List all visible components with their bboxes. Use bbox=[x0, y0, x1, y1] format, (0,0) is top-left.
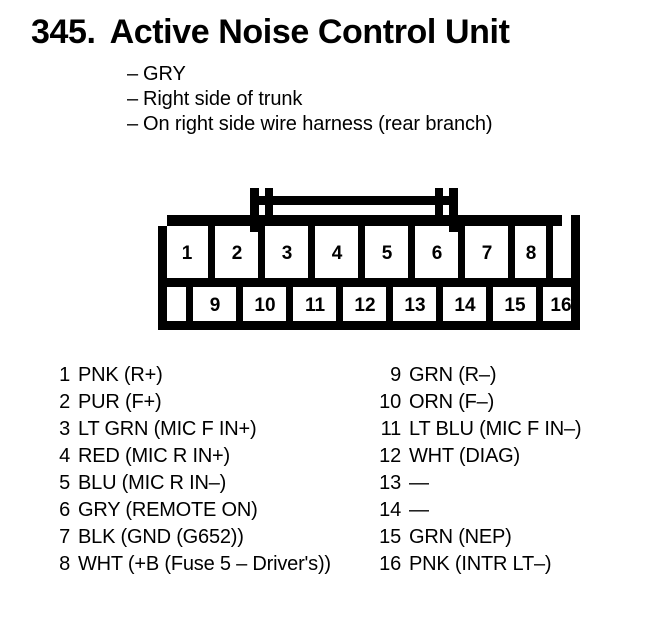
pin-list-item: 3 LT GRN (MIC F IN+) bbox=[44, 416, 364, 443]
pin-list-number: 6 bbox=[59, 499, 70, 521]
pin-list-item: 9 GRN (R–) bbox=[375, 362, 665, 389]
pin-list-number: 12 bbox=[379, 445, 401, 467]
connector-pin-8: 8 bbox=[526, 243, 537, 264]
pin-list-number: 11 bbox=[380, 418, 402, 440]
pin-list-description: LT GRN (MIC F IN+) bbox=[78, 418, 257, 440]
pin-list-number: 8 bbox=[59, 553, 70, 575]
connector-bottom-row-separators bbox=[186, 287, 543, 321]
connector-pin-3: 3 bbox=[282, 243, 293, 264]
pin-list-number: 10 bbox=[379, 391, 401, 413]
page-title-number: 345. bbox=[31, 13, 96, 51]
connector-pin-2: 2 bbox=[232, 243, 243, 264]
subtitle-line-harness: –On right side wire harness (rear branch… bbox=[127, 112, 647, 137]
connector-pin-1: 1 bbox=[182, 243, 193, 264]
connector-row-divider bbox=[158, 278, 580, 287]
pin-list-item: 5 BLU (MIC R IN–) bbox=[44, 470, 364, 497]
pin-list-number: 15 bbox=[379, 526, 401, 548]
pin-list-number: 7 bbox=[59, 526, 70, 548]
connector-pin-12: 12 bbox=[354, 295, 375, 316]
pin-list-number: 5 bbox=[59, 472, 70, 494]
pin-list-item: 16 PNK (INTR LT–) bbox=[375, 551, 665, 578]
pin-list-number: 3 bbox=[59, 418, 70, 440]
pin-list-description: RED (MIC R IN+) bbox=[78, 445, 231, 467]
pin-list-number: 2 bbox=[59, 391, 70, 413]
pin-list-description: BLK (GND (G652)) bbox=[78, 526, 244, 548]
pin-list-number: 14 bbox=[379, 499, 401, 521]
connector-pin-6: 6 bbox=[432, 243, 443, 264]
connector-top-row-labels: 1 2 3 4 5 6 7 8 bbox=[182, 243, 537, 264]
dash-bullet-icon: – bbox=[127, 63, 139, 85]
pin-list-description: PUR (F+) bbox=[78, 391, 162, 413]
pin-list-number: 9 bbox=[390, 364, 401, 386]
pin-list-item: 11 LT BLU (MIC F IN–) bbox=[375, 416, 665, 443]
subtitle-line-color: –GRY bbox=[127, 62, 647, 87]
connector-pin-13: 13 bbox=[404, 295, 425, 316]
connector-pin-14: 14 bbox=[454, 295, 476, 316]
pin-list-description: ORN (F–) bbox=[409, 391, 495, 413]
connector-pin-15: 15 bbox=[504, 295, 526, 316]
pin-list-description: LT BLU (MIC F IN–) bbox=[409, 418, 582, 440]
pin-list-description: WHT (DIAG) bbox=[409, 445, 520, 467]
subtitle-list: –GRY –Right side of trunk –On right side… bbox=[127, 62, 647, 137]
pin-list-description: GRN (NEP) bbox=[409, 526, 512, 548]
connector-pin-5: 5 bbox=[382, 243, 393, 264]
connector-pin-9: 9 bbox=[210, 295, 221, 316]
subtitle-text: GRY bbox=[143, 63, 186, 85]
connector-latch-riser-right bbox=[449, 188, 458, 232]
dash-bullet-icon: – bbox=[127, 113, 139, 135]
pin-list-item: 1 PNK (R+) bbox=[44, 362, 364, 389]
connector-latch-riser-left bbox=[250, 188, 259, 232]
pin-list-item: 4 RED (MIC R IN+) bbox=[44, 443, 364, 470]
subtitle-text: On right side wire harness (rear branch) bbox=[143, 113, 493, 135]
pin-list-description: — bbox=[409, 472, 429, 494]
connector-diagram: 1 2 3 4 5 6 7 8 9 10 11 12 13 14 15 16 bbox=[150, 185, 590, 340]
pin-list-description: BLU (MIC R IN–) bbox=[78, 472, 227, 494]
page-title-text: Active Noise Control Unit bbox=[109, 13, 510, 51]
pin-list-description: WHT (+B (Fuse 5 – Driver's)) bbox=[78, 553, 331, 575]
connector-latch-bar bbox=[258, 196, 450, 205]
pin-list-description: GRN (R–) bbox=[409, 364, 497, 386]
pin-list-number: 1 bbox=[59, 364, 70, 386]
connector-pin-11: 11 bbox=[305, 295, 326, 316]
subtitle-text: Right side of trunk bbox=[143, 88, 303, 110]
pin-list-item: 7 BLK (GND (G652)) bbox=[44, 524, 364, 551]
pin-list-number: 16 bbox=[379, 553, 401, 575]
pin-list-item: 13 — bbox=[375, 470, 665, 497]
pin-list-description: PNK (R+) bbox=[78, 364, 163, 386]
pin-list-item: 14 — bbox=[375, 497, 665, 524]
subtitle-line-location: –Right side of trunk bbox=[127, 87, 647, 112]
pin-list-item: 2 PUR (F+) bbox=[44, 389, 364, 416]
pin-list-item: 6 GRY (REMOTE ON) bbox=[44, 497, 364, 524]
connector-top-row-separators bbox=[208, 226, 553, 278]
connector-bottom-row-labels: 9 10 11 12 13 14 15 16 bbox=[210, 295, 572, 316]
connector-latch-riser-left-inner bbox=[265, 188, 273, 226]
dash-bullet-icon: – bbox=[127, 88, 139, 110]
pin-list-item: 10 ORN (F–) bbox=[375, 389, 665, 416]
pin-list-item: 12 WHT (DIAG) bbox=[375, 443, 665, 470]
pin-list-right-column: 9 GRN (R–) 10 ORN (F–) 11 LT BLU (MIC F IN–… bbox=[375, 362, 665, 578]
pin-list-description: GRY (REMOTE ON) bbox=[78, 499, 258, 521]
connector-pin-10: 10 bbox=[254, 295, 275, 316]
pin-list-item: 15 GRN (NEP) bbox=[375, 524, 665, 551]
pin-list-number: 4 bbox=[59, 445, 70, 467]
connector-pin-4: 4 bbox=[332, 243, 343, 264]
connector-inner-area bbox=[167, 226, 571, 321]
pin-list-number: 13 bbox=[379, 472, 401, 494]
connector-latch-riser-right-inner bbox=[435, 188, 443, 226]
connector-pin-16: 16 bbox=[550, 295, 571, 316]
pin-list-item: 8 WHT (+B (Fuse 5 – Driver's)) bbox=[44, 551, 364, 578]
pin-list-description: — bbox=[409, 499, 429, 521]
pin-list-description: PNK (INTR LT–) bbox=[409, 553, 552, 575]
page-title: 345. Active Noise Control Unit bbox=[31, 12, 510, 52]
connector-pin-7: 7 bbox=[482, 243, 493, 264]
